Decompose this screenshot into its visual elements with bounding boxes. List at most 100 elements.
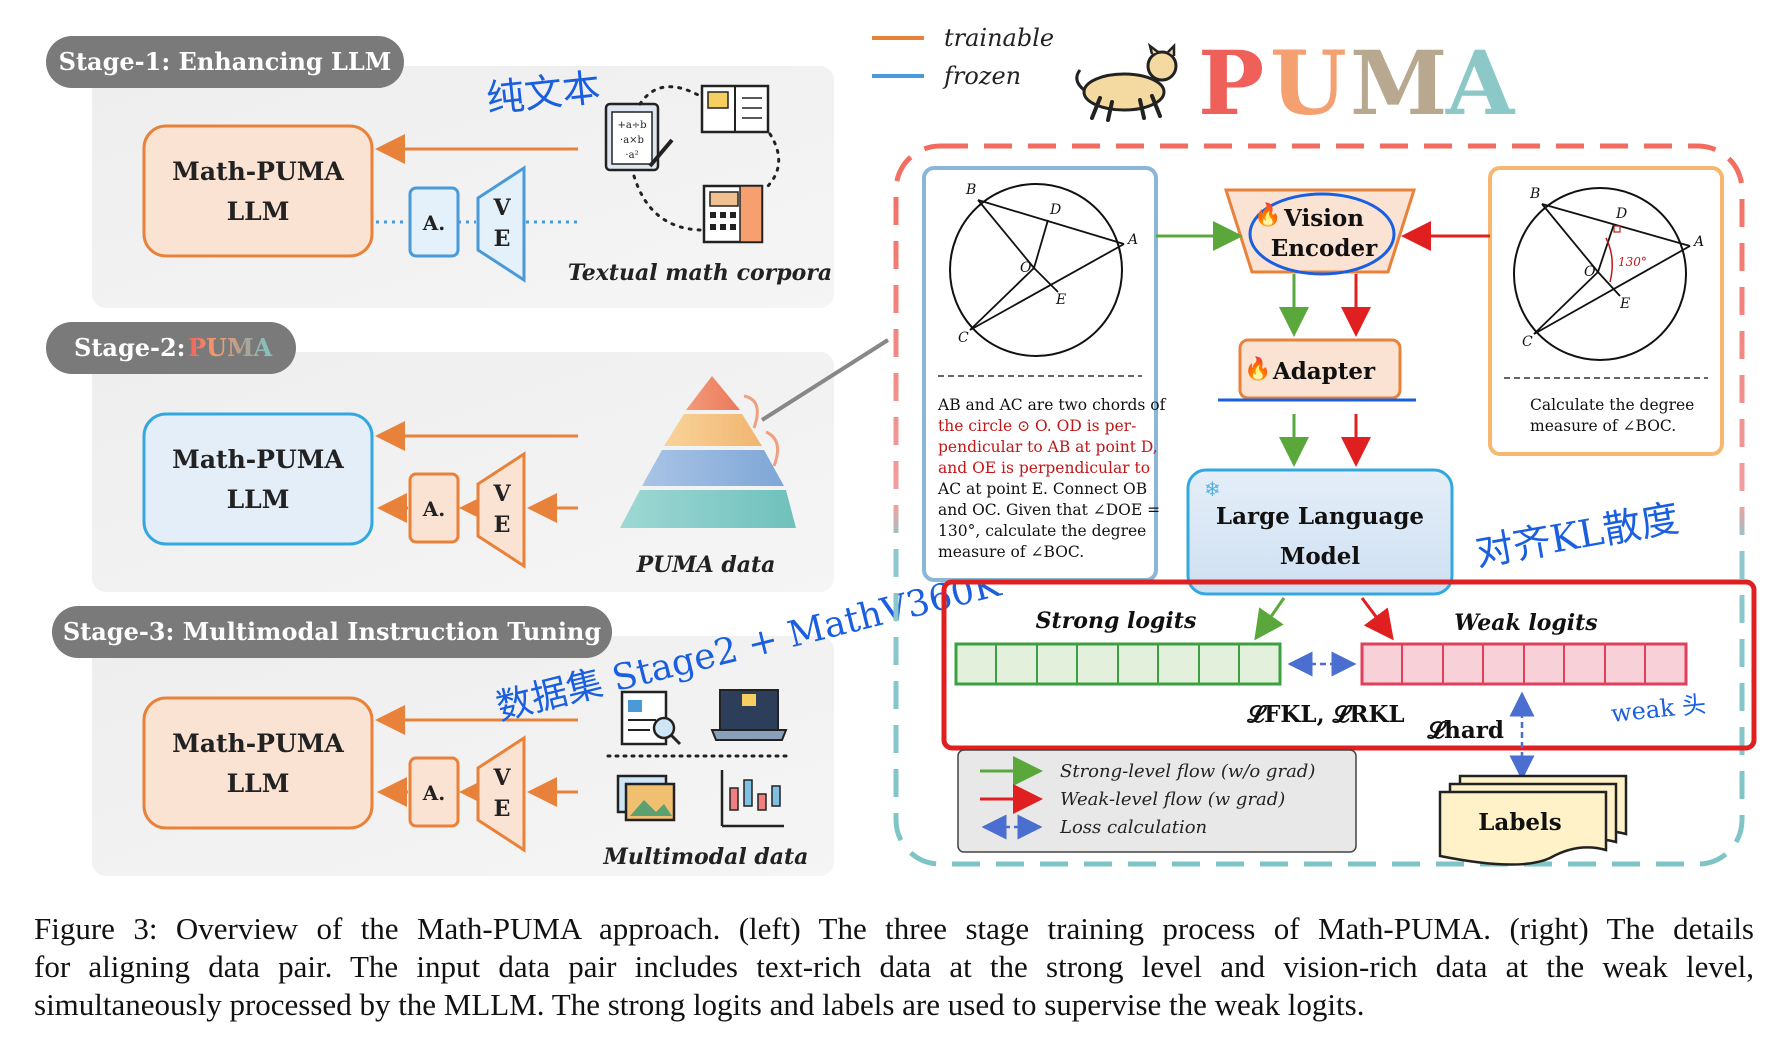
stage-2-ve xyxy=(476,451,526,569)
weak-logits-bar xyxy=(1360,642,1688,686)
strong-text-line-5: AC at point E. Connect OB xyxy=(937,480,1147,498)
stage-3-adapter-label: A. xyxy=(422,781,445,805)
stage-3-ve xyxy=(476,735,526,853)
legend-loss-label: Loss calculation xyxy=(1059,817,1207,838)
stage-3-adapter xyxy=(408,756,460,828)
large-language-model-block xyxy=(1186,468,1454,596)
stage-2-pill xyxy=(46,322,296,374)
notebook-icon xyxy=(700,84,770,134)
stage-2-data-label: PUMA data xyxy=(636,552,776,578)
point-o-weak: O xyxy=(1584,264,1596,280)
weak-logits-label: Weak logits xyxy=(1454,610,1597,636)
point-c-weak: C xyxy=(1522,334,1533,350)
point-d-strong: D xyxy=(1049,202,1061,218)
stage-2-llm-line1: Math-PUMA xyxy=(172,445,344,474)
caption-line-1: Figure 3: Overview of the Math-PUMA appr… xyxy=(34,911,1754,946)
legend-trainable-label: trainable xyxy=(944,24,1054,52)
snowflake-icon: ❄ xyxy=(1204,477,1221,501)
strong-text-line-2: the circle ⊙ O. OD is per- xyxy=(938,417,1136,435)
stage-1-llm-line2: LLM xyxy=(227,197,290,226)
stage-1-ve-e: E xyxy=(494,226,511,252)
fire-icon-encoder: 🔥 xyxy=(1254,202,1281,228)
labels-label: Labels xyxy=(1478,809,1561,836)
title-letter-a: A xyxy=(1445,31,1516,135)
stage-2-label-prefix: Stage-2: xyxy=(74,333,186,362)
legend-weak-label: Weak-level flow (w grad) xyxy=(1060,789,1285,810)
llm-label-1: Large Language xyxy=(1216,503,1424,530)
stage-2-llm-line2: LLM xyxy=(227,485,290,514)
stage-3-ve-v: V xyxy=(492,765,511,791)
point-e-strong: E xyxy=(1055,292,1066,308)
point-e-weak: E xyxy=(1619,296,1630,312)
calculator-icon xyxy=(702,184,764,244)
svg-text:·a²: ·a² xyxy=(625,150,638,161)
stage-1: Stage-1: Enhancing LLM Math-PUMA LLM A. … xyxy=(46,36,834,308)
strong-text-line-6: and OC. Given that ∠DOE = xyxy=(938,501,1160,519)
right-panel: B D A O E C AB and AC are two chords of … xyxy=(893,143,1757,867)
caption-line-2: for aligning data pair. The input data p… xyxy=(34,949,1754,984)
svg-text:+a÷b: +a÷b xyxy=(617,120,646,131)
llm-label-2: Model xyxy=(1280,543,1361,570)
point-b-weak: B xyxy=(1529,186,1540,202)
math-doc-icon: +a÷b ·a×b ·a² xyxy=(604,102,674,172)
stage-1-pill xyxy=(46,36,404,88)
pyramid-icon xyxy=(620,376,796,528)
caption-line-3: simultaneously processed by the MLLM. Th… xyxy=(34,987,1365,1022)
stage-1-llm-box xyxy=(142,124,374,258)
figure-caption: Figure 3: Overview of the Math-PUMA appr… xyxy=(34,910,1754,1024)
title-letter-m: M xyxy=(1350,31,1447,135)
llm-strong-logits-arrow xyxy=(1254,597,1286,641)
images-icon xyxy=(616,774,676,822)
flow-legend-box xyxy=(957,749,1357,853)
strong-problem-text: AB and AC are two chords of the circle ⊙… xyxy=(937,396,1167,561)
stage-3-llm-box xyxy=(142,696,374,830)
stage-1-data-label: Textual math corpora xyxy=(568,260,832,286)
point-o-strong: O xyxy=(1020,260,1032,276)
strong-text-line-7: 130°, calculate the degree xyxy=(938,522,1146,540)
strong-logits-label: Strong logits xyxy=(1036,608,1197,634)
weak-text-line-2: measure of ∠BOC. xyxy=(1530,417,1676,435)
hard-loss-label: 𝓛hard xyxy=(1426,717,1504,744)
stage-1-ve xyxy=(476,165,526,283)
stage-2-ve-e: E xyxy=(494,512,511,538)
stage-2-ve-v: V xyxy=(492,481,511,507)
strong-text-line-4: and OE is perpendicular to xyxy=(938,459,1150,477)
vision-encoder-circle-annotation xyxy=(1248,192,1396,276)
geometry-diagram-strong: B D A O E C xyxy=(949,182,1138,357)
stage-2-connector xyxy=(760,338,890,422)
legend-frozen-label: frozen xyxy=(942,62,1021,90)
stage-1-adapter-label: A. xyxy=(422,211,445,235)
stage-1-llm-line1: Math-PUMA xyxy=(172,157,344,186)
stage-3-data-label: Multimodal data xyxy=(603,844,809,870)
adapter-label: Adapter xyxy=(1272,358,1376,385)
stage-3: Stage-3: Multimodal Instruction Tuning M… xyxy=(52,563,1006,876)
labels-stack: Labels xyxy=(1438,774,1628,866)
stage-2-label-puma: PUMA xyxy=(188,333,273,362)
strong-logits-bar xyxy=(954,642,1282,686)
point-b-strong: B xyxy=(965,182,976,198)
puma-title: P U M A xyxy=(1198,31,1516,135)
llm-weak-logits-arrow xyxy=(1360,597,1394,641)
strong-text-line-3: pendicular to AB at point D, xyxy=(938,438,1158,456)
stage-2-adapter-label: A. xyxy=(422,497,445,521)
top-legend: trainable frozen xyxy=(872,24,1054,90)
vision-encoder-block xyxy=(1223,188,1417,274)
vision-encoder-label-2: Encoder xyxy=(1271,235,1378,262)
point-a-strong: A xyxy=(1126,232,1138,248)
weak-text-line-1: Calculate the degree xyxy=(1530,396,1694,414)
svg-text:·a×b: ·a×b xyxy=(620,135,644,146)
vision-encoder-label-1: Vision xyxy=(1283,205,1364,232)
stage-3-llm-line2: LLM xyxy=(227,769,290,798)
weak-angle-label: 130° xyxy=(1618,255,1647,269)
stage-3-label: Stage-3: Multimodal Instruction Tuning xyxy=(63,617,602,646)
handwritten-note-kl: 对齐KL散度 xyxy=(1472,496,1682,575)
handwritten-note-weak: weak 头 xyxy=(1610,690,1708,728)
stage-2: Stage-2: PUMA Math-PUMA LLM A. V E PUMA … xyxy=(46,322,890,592)
stage-3-llm-line1: Math-PUMA xyxy=(172,729,344,758)
stage-3-pill xyxy=(52,606,612,658)
candlestick-chart-icon xyxy=(720,770,784,828)
puma-logo-icon xyxy=(1075,42,1178,122)
point-d-weak: D xyxy=(1615,206,1627,222)
kl-loss-label: 𝓛FKL, 𝓛RKL xyxy=(1246,701,1404,728)
